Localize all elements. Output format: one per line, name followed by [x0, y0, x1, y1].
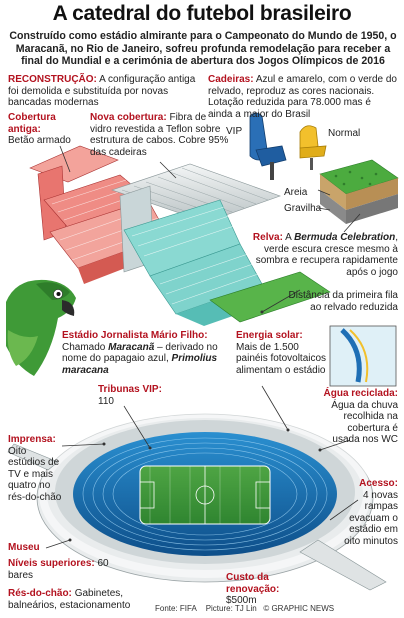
solar-energy-head: Energia solar: — [236, 330, 303, 341]
renovation-cost-text: $500m — [226, 595, 257, 606]
press-head: Imprensa: — [8, 434, 56, 445]
vip-seat-illustration — [249, 112, 287, 180]
ground-floor-label: Rés-do-chão: Gabinetes, balneários, esta… — [8, 588, 158, 611]
gravel-label: Gravilha — [284, 203, 322, 214]
seats-head: Cadeiras: — [208, 74, 254, 85]
normal-seat-illustration — [299, 125, 327, 170]
grass-text: , verde escura cresce mesmo à sombra e r… — [255, 232, 398, 278]
vip-boxes-label: Tribunas VIP: 110 — [98, 384, 178, 407]
museum-head: Museu — [8, 542, 40, 553]
sand-label: Areia — [284, 187, 308, 198]
access-label: Acesso: 4 novas rampas evacuam o estádio… — [340, 478, 398, 547]
old-roof-label: Cobertura antiga: Betão armado — [8, 112, 82, 147]
recycled-water-text: Água da chuva recolhida na cobertura é u… — [331, 399, 398, 446]
turf-layer-illustration — [319, 159, 399, 224]
parrot-illustration — [6, 279, 76, 376]
grass-pre: A — [285, 232, 292, 243]
parrot-species: Primolius maracana — [62, 353, 218, 376]
ground-floor-text: Gabinetes, balneários, estacionamento — [8, 588, 131, 611]
grass-head: Relva: — [252, 232, 283, 243]
reconstruction-label: RECONSTRUÇÃO: A configuração antiga foi … — [8, 74, 204, 109]
page-title: A catedral do futebol brasileiro — [52, 2, 352, 25]
museum-label: Museu — [8, 542, 40, 554]
new-roof-head: Nova cobertura: — [90, 112, 167, 123]
access-head: Acesso: — [359, 478, 398, 489]
solar-energy-text: Mais de 1.500 painéis fotovoltaicos alim… — [236, 341, 327, 376]
reconstruction-head: RECONSTRUÇÃO: — [8, 74, 97, 85]
distance-label: Distância da primeira fila ao relvado re… — [288, 290, 399, 313]
vip-boxes-head: Tribunas VIP: — [98, 384, 162, 395]
upper-levels-head: Níveis superiores: — [8, 558, 95, 569]
graphic-news-credit: © GRAPHIC NEWS — [263, 604, 335, 613]
recycled-water-label: Água reciclada: Água da chuva recolhida … — [318, 388, 398, 446]
credits-footer: Fonte: FIFA Picture: TJ Lin © GRAPHIC NE… — [155, 604, 334, 613]
renovation-cost-label: Custo da renovação: $500m — [226, 572, 296, 607]
vip-boxes-text: 110 — [98, 395, 114, 407]
old-roof-text: Betão armado — [8, 135, 71, 146]
stadium-name-head: Estádio Jornalista Mário Filho: — [62, 330, 208, 341]
new-roof-label: Nova cobertura: Fibra de vidro revestida… — [90, 112, 230, 158]
solar-panel-inset — [329, 325, 397, 387]
old-roof-head: Cobertura antiga: — [8, 112, 56, 135]
upper-levels-text: 60 bares — [8, 558, 109, 581]
stadium-bowl — [7, 410, 387, 591]
stadium-pre: Chamado — [62, 341, 106, 353]
leader-lines — [45, 145, 361, 549]
stadium-mid: – derivado no nome do papagaio azul, — [62, 341, 218, 365]
ground-floor-head: Rés-do-chão: — [8, 588, 72, 599]
normal-seat-label: Normal — [328, 128, 361, 139]
access-text: 4 novas rampas evacuam o estádio em oito… — [344, 489, 398, 547]
new-roof-text: Fibra de vidro revestida a Teflon sobre … — [90, 112, 229, 158]
press-text: Oito estúdios de TV e mais quatro no rés… — [8, 445, 62, 503]
press-label: Imprensa: Oito estúdios de TV e mais qua… — [8, 434, 66, 503]
upper-levels-label: Níveis superiores: 60 bares — [8, 558, 128, 581]
stadium-name-label: Estádio Jornalista Mário Filho: Chamado … — [62, 330, 232, 376]
renovation-cost-head: Custo da renovação: — [226, 572, 280, 595]
intro-text: Construído como estádio almirante para o… — [9, 30, 397, 68]
source-credit: Fonte: FIFA — [155, 604, 197, 613]
grass-species: Bermuda Celebration — [294, 232, 396, 243]
stadium-name: Maracanã — [108, 341, 155, 353]
reconstruction-text: A configuração antiga foi demolida e sub… — [8, 74, 196, 108]
new-stand-section — [111, 163, 331, 326]
grass-label: Relva: A Bermuda Celebration, verde escu… — [248, 232, 398, 278]
picture-credit: Picture: TJ Lin — [205, 604, 257, 613]
recycled-water-head: Água reciclada: — [323, 388, 398, 399]
solar-energy-label: Energia solar: Mais de 1.500 painéis fot… — [236, 330, 328, 376]
seats-text: Azul e amarelo, com o verde do relvado, … — [208, 74, 397, 120]
seats-label: Cadeiras: Azul e amarelo, com o verde do… — [208, 74, 398, 120]
vip-seat-label: VIP — [226, 126, 243, 137]
